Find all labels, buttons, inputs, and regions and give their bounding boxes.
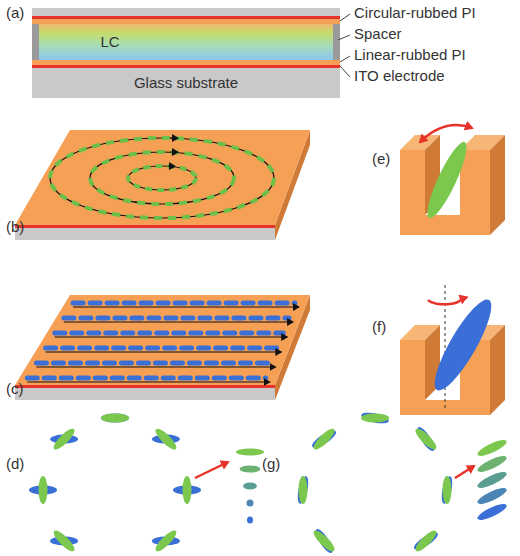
lc-molecule [183,476,192,504]
lc-molecule [51,426,77,452]
tilt-molecule [476,501,509,523]
molecule-row [55,331,283,336]
rubbing-arrow [73,306,299,307]
panel-label: (g) [262,455,280,472]
lc-molecule [413,528,439,554]
panel-label: (b) [6,218,24,235]
rubbing-arrow [46,351,282,352]
lc-molecule [311,426,337,452]
twist-molecule [247,500,254,507]
twist-molecule [247,517,253,524]
lc-molecule [413,426,439,452]
lc-molecule [361,414,389,423]
tilt-molecule [476,453,509,475]
molecule-row [27,376,265,381]
tilt-molecule [476,469,509,491]
layer-label: LC [100,33,119,50]
panel-label: (f) [372,318,386,335]
part-label: Circular-rubbed PI [354,4,476,21]
lc-layer: LC [80,24,140,60]
lc-molecule [360,555,389,556]
lc-molecule [153,528,179,554]
lc-molecule [296,475,311,504]
twist-molecule [236,449,264,456]
panel-label: (e) [372,150,390,167]
part-label: Spacer [354,25,402,42]
twist-molecule [240,466,261,473]
lc-molecule [443,476,452,504]
layer-label: Glass substrate [134,74,238,91]
twist-molecule [243,483,257,490]
lc-molecule [311,528,337,554]
director-rings [29,411,508,556]
lc-molecule [153,426,179,452]
tilt-molecule [476,485,509,507]
lc-molecule [360,411,389,426]
circular-rubbed-plate [15,130,310,240]
tilt-molecule [476,437,509,459]
cell-section [32,8,350,98]
lc-molecule [440,475,455,504]
rubbing-arrow [36,366,275,367]
rubbing-arrow [27,381,269,382]
panel-label: (c) [6,380,24,397]
lc-molecule [51,528,77,554]
molecule-row [36,361,271,366]
rubbing-arrow [64,321,293,322]
molecule-row [64,316,289,321]
lc-molecule [101,414,129,423]
rubbing-arrow [55,336,287,337]
groove-f [400,285,505,415]
groove-e [400,125,505,235]
panel-label: (a) [6,4,24,21]
glass-substrate: Glass substrate [32,68,340,98]
panel-label: (d) [6,455,24,472]
molecule-row [73,301,295,306]
molecule-row [46,346,278,351]
lc-molecule [299,476,308,504]
part-label: ITO electrode [354,67,445,84]
part-label: Linear-rubbed PI [354,46,466,63]
lc-molecule [101,414,129,423]
lc-molecule [39,476,48,504]
linear-rubbed-plate [15,295,310,400]
